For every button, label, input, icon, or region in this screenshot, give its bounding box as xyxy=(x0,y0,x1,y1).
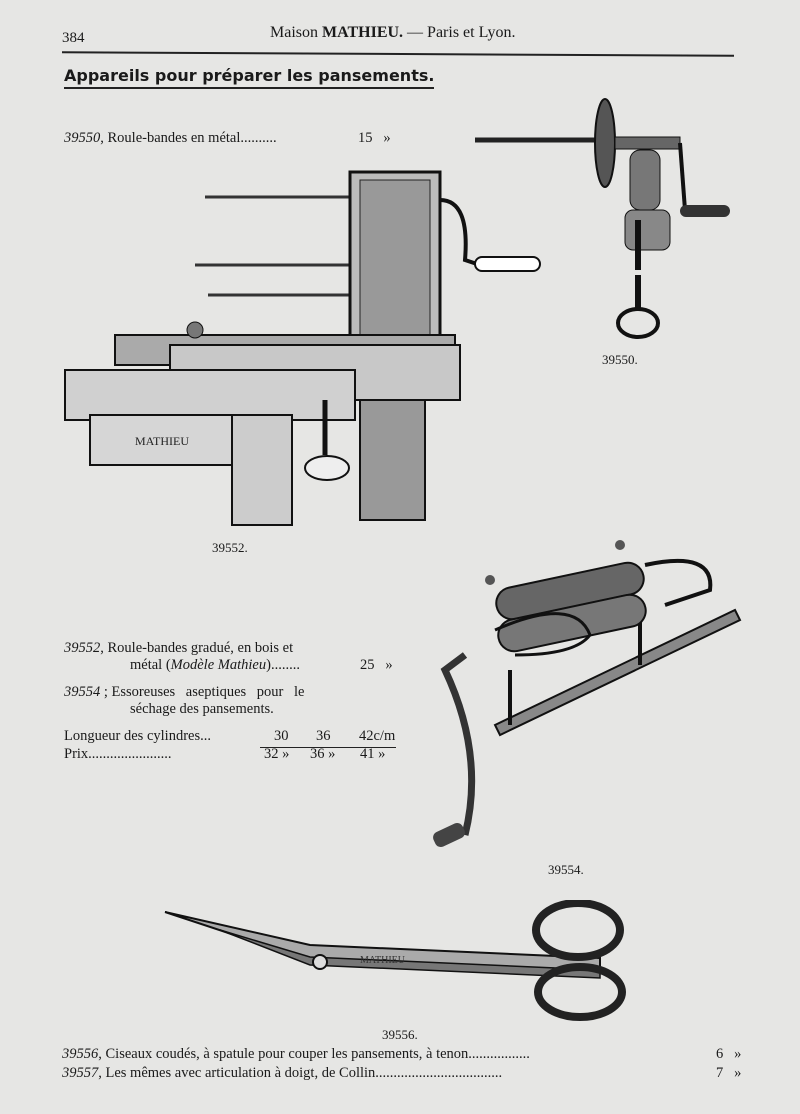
item-description-dots: )........ xyxy=(266,657,300,673)
item-description-cont: séchage des pansements. xyxy=(130,701,274,717)
running-head-prefix: Maison xyxy=(270,24,318,41)
item-number: 39556 xyxy=(62,1046,99,1062)
item-description: Roule-bandes gradué, en bois et xyxy=(107,640,294,656)
item-number: 39557 xyxy=(62,1065,99,1081)
table-cell: 36 » xyxy=(310,746,336,762)
table-row-length: Longueur des cylindres... xyxy=(64,728,211,745)
item-sep: ; xyxy=(100,684,108,700)
page-number: 384 xyxy=(62,30,85,46)
item-price: 25 » xyxy=(360,657,393,674)
price-currency: » xyxy=(734,1046,742,1062)
illustration-roule-bandes-metal xyxy=(475,98,730,339)
size-price-table: Longueur des cylindres... 30 36 42c/m Pr… xyxy=(64,728,404,768)
row-label: Prix....................... xyxy=(64,746,172,762)
item-number: 39550 xyxy=(64,130,101,146)
item-description: Les mêmes avec articulation à doigt, de … xyxy=(105,1065,503,1081)
figure-caption-39554: 39554. xyxy=(548,862,584,877)
price-value: 6 xyxy=(716,1046,724,1062)
item-description: Ciseaux coudés, à spatule pour couper le… xyxy=(105,1046,530,1062)
price-value: 7 xyxy=(716,1065,724,1081)
price-currency: » xyxy=(383,130,391,146)
running-head-suffix: — Paris et Lyon. xyxy=(407,24,516,41)
running-head: Maison MATHIEU. — Paris et Lyon. xyxy=(270,24,515,42)
illustration-essoreuse xyxy=(433,540,742,848)
catalog-item-39552: 39552, Roule-bandes gradué, en bois et m… xyxy=(64,640,404,674)
item-number: 39554 xyxy=(64,684,101,700)
item-description: Roule-bandes en métal.......... xyxy=(107,130,277,146)
section-title: Appareils pour préparer les pansements. xyxy=(64,66,435,89)
item-description: Essoreuses aseptiques pour le xyxy=(111,684,305,700)
item-sep: , xyxy=(98,1046,102,1062)
item-sep: , xyxy=(100,640,104,656)
item-number: 39552 xyxy=(64,640,101,656)
catalog-item-39557: 39557, Les mêmes avec articulation à doi… xyxy=(62,1065,762,1082)
catalog-item-39556: 39556, Ciseaux coudés, à spatule pour co… xyxy=(62,1046,762,1063)
illustration-roule-bandes-gradue: MATHIEU xyxy=(64,170,541,526)
item-description-cont: métal ( xyxy=(130,657,171,673)
item-price: 7 » xyxy=(716,1065,742,1082)
item-sep: , xyxy=(100,130,104,146)
item-sep: , xyxy=(98,1065,102,1081)
scissors-engraving: MATHIEU xyxy=(360,955,406,966)
price-value: 15 xyxy=(358,130,373,146)
table-cell: 36 xyxy=(316,728,331,744)
illustration-ciseaux-coudes: MATHIEU xyxy=(164,900,626,1021)
table-cell: 42c/m xyxy=(359,728,396,744)
catalog-item-39554: 39554 ; Essoreuses aseptiques pour le sé… xyxy=(64,684,404,718)
price-currency: » xyxy=(385,657,393,673)
table-cell: 41 » xyxy=(360,746,386,762)
figure-caption-39552: 39552. xyxy=(212,540,248,555)
header-rule xyxy=(62,51,734,57)
table-rule xyxy=(260,747,396,748)
item-price: 6 » xyxy=(716,1046,742,1063)
price-value: 25 xyxy=(360,657,375,673)
table-cell: 32 » xyxy=(264,746,290,762)
item-price: 15 » xyxy=(358,130,391,147)
figure-caption-39556: 39556. xyxy=(382,1027,418,1042)
running-head-brand: MATHIEU. xyxy=(322,24,404,41)
bench-engraving: MATHIEU xyxy=(135,434,189,448)
price-currency: » xyxy=(734,1065,742,1081)
model-name: Modèle Mathieu xyxy=(170,657,267,673)
table-row-price: Prix....................... xyxy=(64,746,172,763)
figure-caption-39550: 39550. xyxy=(602,352,638,367)
table-cell: 30 xyxy=(274,728,289,744)
row-label: Longueur des cylindres... xyxy=(64,728,211,744)
catalog-item-39550: 39550, Roule-bandes en métal.......... 1… xyxy=(64,130,404,147)
